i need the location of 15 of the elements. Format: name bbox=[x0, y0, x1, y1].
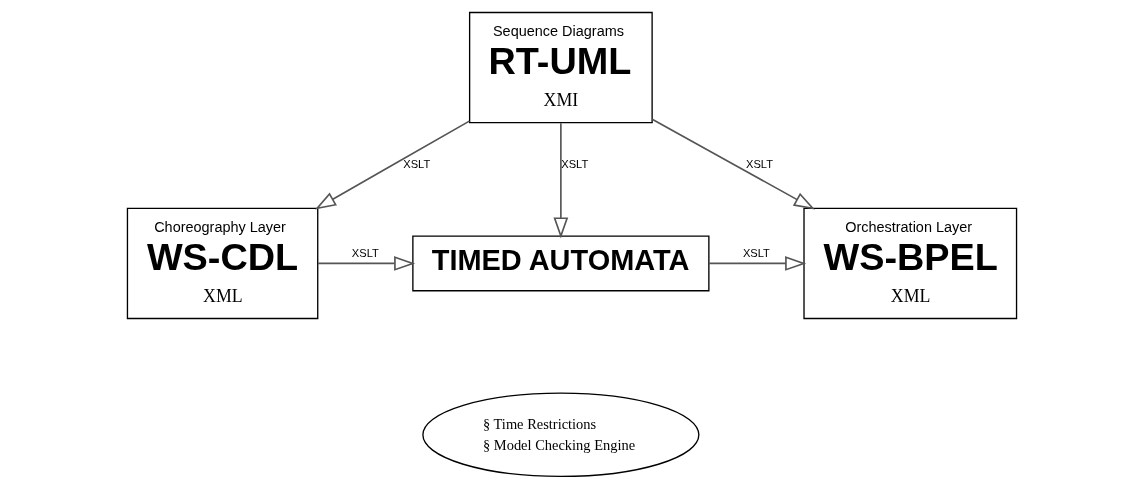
node-box: Orchestration Layer WS-BPEL XML bbox=[803, 207, 1018, 320]
node-box: Choreography Layer WS-CDL XML bbox=[126, 207, 319, 320]
node-ellipse: § Time Restrictions § Model Checking Engine bbox=[422, 392, 700, 478]
arrow bbox=[651, 118, 815, 210]
edge-label: XSLT bbox=[746, 158, 773, 171]
node-box: TIMED AUTOMATA bbox=[412, 235, 710, 292]
edge-label: XSLT bbox=[742, 246, 770, 259]
arrow bbox=[553, 122, 569, 239]
node-box: Sequence Diagrams RT-UML XMI bbox=[468, 11, 653, 124]
edge-label: XSLT bbox=[351, 246, 379, 259]
arrow bbox=[317, 256, 416, 271]
edge-label: XSLT bbox=[561, 158, 589, 171]
edge-label: XSLT bbox=[403, 158, 431, 171]
arrow bbox=[314, 120, 471, 210]
arrow bbox=[708, 256, 807, 271]
